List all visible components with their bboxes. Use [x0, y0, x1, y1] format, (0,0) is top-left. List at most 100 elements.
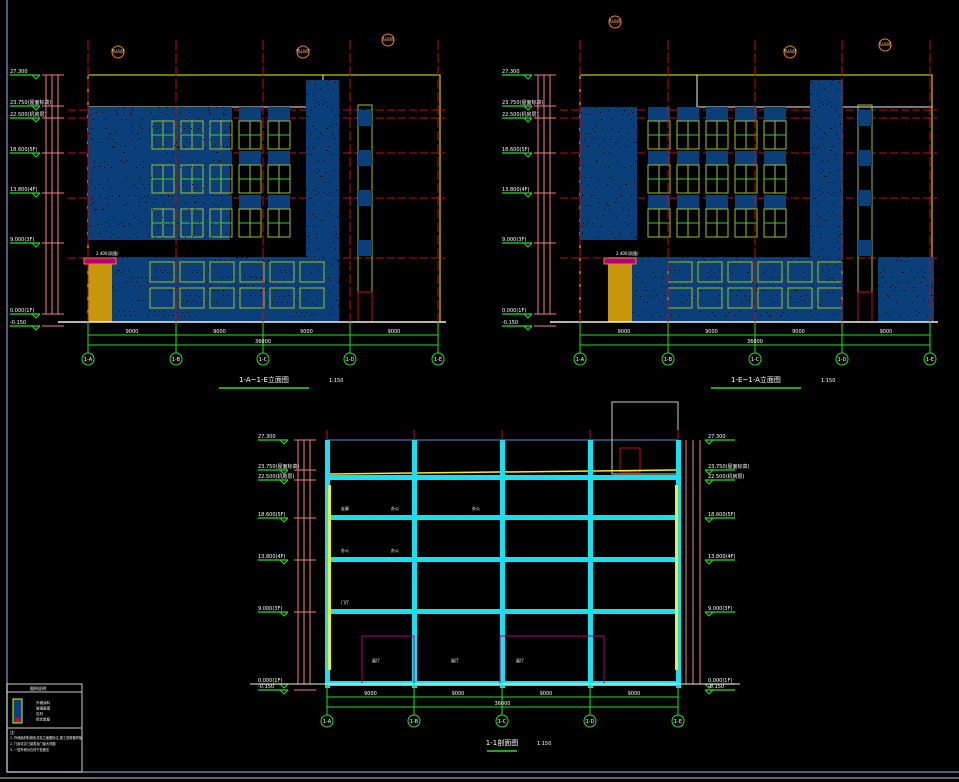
- wall-texture-dot: [149, 233, 150, 234]
- wall-texture-dot: [931, 295, 932, 296]
- wall-texture-dot: [186, 302, 187, 303]
- wall-texture-dot: [112, 287, 113, 288]
- entrance-canopy: [603, 257, 637, 265]
- ground-window: [179, 287, 205, 309]
- level-marker: 18.600(5F): [258, 512, 289, 523]
- legend-item-label: 铝合金窗: [36, 717, 50, 722]
- level-label: 18.600(5F): [10, 147, 38, 153]
- stair-window-panel: [358, 190, 372, 206]
- wall-texture-dot: [255, 295, 256, 296]
- wall-texture-dot: [586, 224, 587, 225]
- wall-texture-dot: [94, 161, 95, 162]
- wall-texture-dot: [246, 257, 247, 258]
- wall-texture-dot: [320, 88, 321, 89]
- wall-texture-dot: [147, 233, 148, 234]
- wall-texture-dot: [130, 139, 131, 140]
- wall-texture-dot: [620, 195, 621, 196]
- wall-texture-dot: [136, 167, 137, 168]
- ground-window: [727, 261, 753, 283]
- level-marker: 13.800(4F): [10, 187, 41, 198]
- wall-texture-dot: [600, 226, 601, 227]
- wall-texture-dot: [173, 107, 174, 108]
- ground-window: [209, 287, 235, 309]
- wall-texture-dot: [796, 290, 797, 291]
- wall-texture-dot: [584, 177, 585, 178]
- wall-texture-dot: [187, 312, 188, 313]
- level-label: 22.500(机房层): [502, 111, 538, 118]
- ground-window: [757, 261, 783, 283]
- level-label: 9.000(3F): [10, 237, 34, 243]
- wall-texture-dot: [160, 167, 161, 168]
- wall-texture-dot: [323, 104, 324, 105]
- wall-texture-dot: [922, 276, 923, 277]
- wall-texture-dot: [311, 198, 312, 199]
- ground-floor-cladding: [878, 257, 934, 322]
- wall-texture-dot: [198, 119, 199, 120]
- wall-texture-dot: [608, 110, 609, 111]
- wall-texture-dot: [216, 152, 217, 153]
- level-label: 13.800(4F): [502, 187, 530, 193]
- level-triangle-icon: [31, 325, 41, 331]
- wall-texture-dot: [831, 84, 832, 85]
- wall-texture-dot: [99, 236, 100, 237]
- wall-texture-dot: [208, 110, 209, 111]
- level-triangle-icon: [523, 152, 533, 158]
- wall-texture-dot: [682, 257, 683, 258]
- legend-item-label: 外墙涂料: [36, 700, 50, 705]
- wall-texture-dot: [221, 196, 222, 197]
- wall-texture-dot: [708, 272, 709, 273]
- wall-texture-dot: [607, 203, 608, 204]
- wall-texture-dot: [192, 184, 193, 185]
- wall-texture-dot: [649, 260, 650, 261]
- wall-texture-dot: [213, 290, 214, 291]
- wall-texture-dot: [221, 195, 222, 196]
- wall-texture-dot: [830, 194, 831, 195]
- stair-window-panel: [358, 110, 372, 126]
- section-drawing: 走廊办公办公办公办公门厅展厅展厅展厅27.30023.750(屋面标高)22.5…: [250, 401, 749, 752]
- span-dimension: 9000: [126, 329, 139, 335]
- wall-texture-dot: [593, 195, 594, 196]
- level-label: 9.000(3F): [708, 606, 732, 612]
- wall-texture-dot: [717, 277, 718, 278]
- wall-texture-dot: [96, 112, 97, 113]
- wall-texture-dot: [223, 290, 224, 291]
- wall-texture-dot: [617, 161, 618, 162]
- level-label: 23.750(屋面标高): [10, 99, 51, 106]
- wall-texture-dot: [199, 142, 200, 143]
- wall-texture-dot: [666, 270, 667, 271]
- wall-texture-dot: [805, 276, 806, 277]
- wall-texture-dot: [250, 295, 251, 296]
- wall-texture-dot: [819, 304, 820, 305]
- wall-texture-dot: [93, 128, 94, 129]
- wall-texture-dot: [587, 146, 588, 147]
- wall-texture-dot: [625, 222, 626, 223]
- wall-texture-dot: [188, 126, 189, 127]
- wall-texture-dot: [628, 133, 629, 134]
- level-label: 27.300: [258, 434, 276, 440]
- level-marker: -0.150: [502, 320, 533, 331]
- axis-bubble: [748, 352, 762, 366]
- axis-bubble: [671, 714, 685, 728]
- wall-texture-dot: [299, 316, 300, 317]
- wall-texture-dot: [219, 223, 220, 224]
- level-triangle-icon: [704, 689, 714, 695]
- wall-texture-dot: [163, 223, 164, 224]
- wall-texture-dot: [598, 237, 599, 238]
- wall-texture-dot: [285, 270, 286, 271]
- wall-texture-dot: [108, 205, 109, 206]
- level-label: -0.150: [10, 320, 26, 326]
- level-marker: 22.500(机房层): [10, 111, 46, 123]
- wall-texture-dot: [220, 260, 221, 261]
- wall-texture-dot: [190, 295, 191, 296]
- wall-texture-dot: [189, 177, 190, 178]
- wall-texture-dot: [119, 311, 120, 312]
- wall-texture-dot: [95, 209, 96, 210]
- wall-texture-dot: [116, 272, 117, 273]
- wall-texture-dot: [338, 84, 339, 85]
- wall-texture-dot: [835, 264, 836, 265]
- window-head-panel: [181, 195, 203, 209]
- wall-texture-dot: [712, 312, 713, 313]
- wall-texture-dot: [839, 116, 840, 117]
- wall-texture-dot: [333, 242, 334, 243]
- wall-texture-dot: [831, 106, 832, 107]
